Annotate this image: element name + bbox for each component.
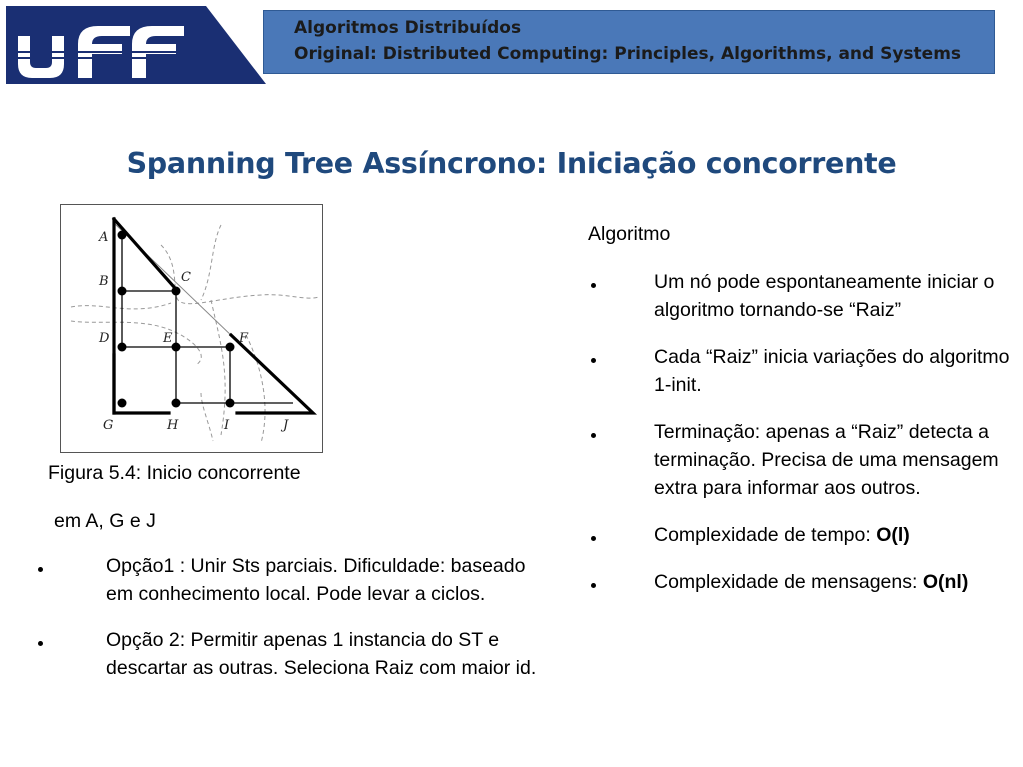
slide-header: Algoritmos Distribuídos Original: Distri… bbox=[0, 0, 1023, 86]
algorithm-list: Um nó pode espontaneamente iniciar o alg… bbox=[588, 268, 1018, 615]
node-label-h: H bbox=[166, 418, 179, 433]
algorithm-text: Terminação: apenas a “Raiz” detecta a te… bbox=[654, 421, 999, 499]
bullet-icon bbox=[591, 358, 596, 363]
node-label-e: E bbox=[162, 331, 173, 346]
node-label-j: J bbox=[280, 418, 289, 433]
bullet-icon bbox=[591, 536, 596, 541]
bullet-icon bbox=[591, 283, 596, 288]
list-item: Complexidade de mensagens: O(nl) bbox=[588, 568, 1018, 596]
list-item: Opção 2: Permitir apenas 1 instancia do … bbox=[38, 626, 538, 682]
source-book-title: Original: Distributed Computing: Princip… bbox=[294, 44, 962, 64]
course-banner: Algoritmos Distribuídos Original: Distri… bbox=[263, 10, 995, 74]
course-title: Algoritmos Distribuídos bbox=[294, 18, 522, 38]
slide-title: Spanning Tree Assíncrono: Iniciação conc… bbox=[126, 147, 897, 180]
list-item: Complexidade de tempo: O(l) bbox=[588, 521, 1018, 549]
node-label-c: C bbox=[181, 270, 191, 285]
figure-caption: Figura 5.4: Inicio concorrente bbox=[48, 462, 301, 484]
algorithm-text: Cada “Raiz” inicia variações do algoritm… bbox=[654, 346, 1010, 396]
option-text: Opção 2: Permitir apenas 1 instancia do … bbox=[106, 629, 537, 679]
list-item: Opção1 : Unir Sts parciais. Dificuldade:… bbox=[38, 552, 538, 608]
options-list: Opção1 : Unir Sts parciais. Dificuldade:… bbox=[38, 552, 538, 700]
bullet-icon bbox=[591, 433, 596, 438]
node-label-g: G bbox=[103, 418, 113, 433]
algorithm-heading: Algoritmo bbox=[588, 223, 671, 245]
node-label-a: A bbox=[98, 230, 108, 245]
bullet-icon bbox=[591, 583, 596, 588]
time-complexity-value: O(l) bbox=[876, 524, 910, 546]
list-item: Um nó pode espontaneamente iniciar o alg… bbox=[588, 268, 1018, 324]
message-complexity-label: Complexidade de mensagens: bbox=[654, 571, 923, 593]
time-complexity-label: Complexidade de tempo: bbox=[654, 524, 877, 546]
node-label-i: I bbox=[223, 418, 230, 433]
algorithm-text: Um nó pode espontaneamente iniciar o alg… bbox=[654, 271, 995, 321]
figure-caption-subtitle: em A, G e J bbox=[54, 510, 156, 532]
list-item: Terminação: apenas a “Raiz” detecta a te… bbox=[588, 418, 1018, 502]
node-label-f: F bbox=[238, 331, 249, 346]
option-text: Opção1 : Unir Sts parciais. Dificuldade:… bbox=[106, 555, 526, 605]
bullet-icon bbox=[38, 567, 43, 572]
node-label-b: B bbox=[98, 274, 109, 289]
spanning-tree-figure: A B C D E F G H I J bbox=[60, 204, 323, 453]
list-item: Cada “Raiz” inicia variações do algoritm… bbox=[588, 343, 1018, 399]
bullet-icon bbox=[38, 641, 43, 646]
message-complexity-value: O(nl) bbox=[922, 571, 969, 593]
node-label-d: D bbox=[98, 331, 110, 346]
uff-logo bbox=[6, 6, 266, 84]
